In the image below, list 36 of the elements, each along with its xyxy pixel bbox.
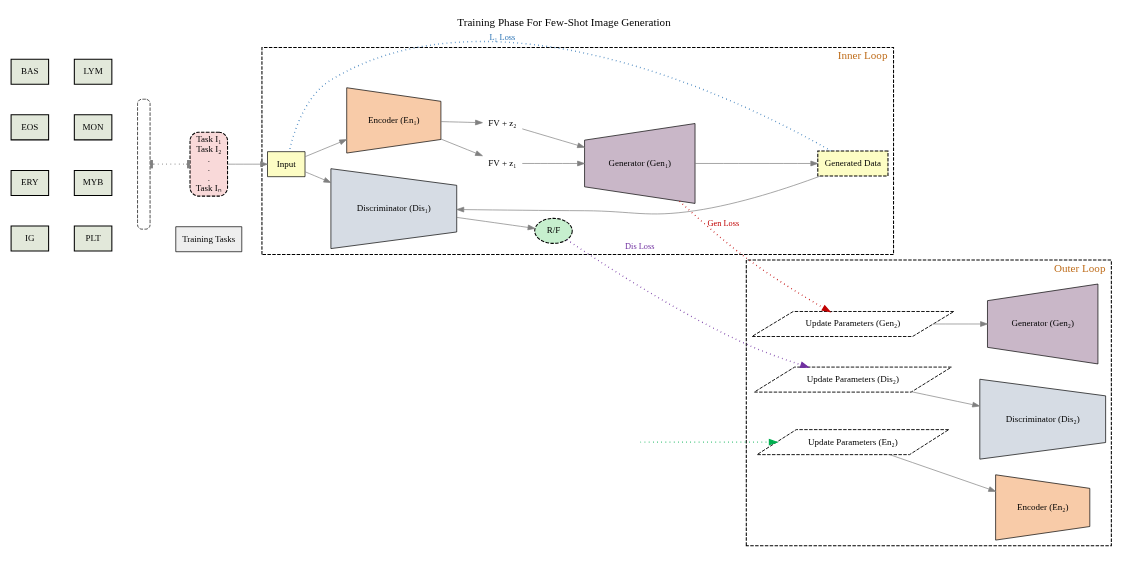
arrow bbox=[889, 453, 996, 492]
node-text: FV + z₁ bbox=[488, 157, 517, 168]
arrow bbox=[911, 390, 980, 407]
arrow bbox=[694, 160, 819, 166]
arrow bbox=[456, 216, 536, 230]
arrow bbox=[456, 175, 821, 214]
arrow bbox=[440, 138, 483, 156]
node-box: Training Tasks bbox=[175, 225, 243, 252]
node-box: IG bbox=[10, 225, 50, 252]
arrow bbox=[566, 238, 810, 368]
node-ellipse: R/F bbox=[534, 217, 573, 244]
node-box: ERY bbox=[10, 169, 50, 196]
arrow bbox=[304, 170, 332, 183]
node-box: Generator (Gen₁) bbox=[584, 122, 696, 204]
node-box: LYM bbox=[73, 58, 113, 85]
node-box: Discriminator (Dis₂) bbox=[979, 378, 1106, 459]
node-box: BAS bbox=[10, 58, 50, 85]
arrow bbox=[932, 320, 988, 327]
arrow bbox=[521, 160, 585, 166]
node-box: MYB bbox=[73, 169, 113, 196]
node-box: EOS bbox=[10, 113, 50, 140]
arrow bbox=[227, 160, 268, 167]
node-box: Encoder (En₂) bbox=[995, 473, 1091, 540]
diagram-title: Training Phase For Few-Shot Image Generation bbox=[457, 15, 671, 28]
node-box: Discriminator (Dis₁) bbox=[330, 167, 458, 249]
arrow bbox=[521, 128, 585, 148]
node-text: FV + z₂ bbox=[488, 117, 517, 128]
node-box: Generator (Gen₂) bbox=[987, 283, 1099, 364]
node-box: Encoder (En₁) bbox=[346, 86, 442, 153]
node-box: MON bbox=[73, 113, 113, 140]
arrow bbox=[440, 119, 483, 125]
arrow bbox=[304, 138, 347, 157]
arrow bbox=[678, 200, 832, 312]
node-box: Input bbox=[267, 150, 306, 177]
node-box: Generated Data bbox=[817, 149, 889, 176]
node-box: PLT bbox=[73, 225, 113, 252]
